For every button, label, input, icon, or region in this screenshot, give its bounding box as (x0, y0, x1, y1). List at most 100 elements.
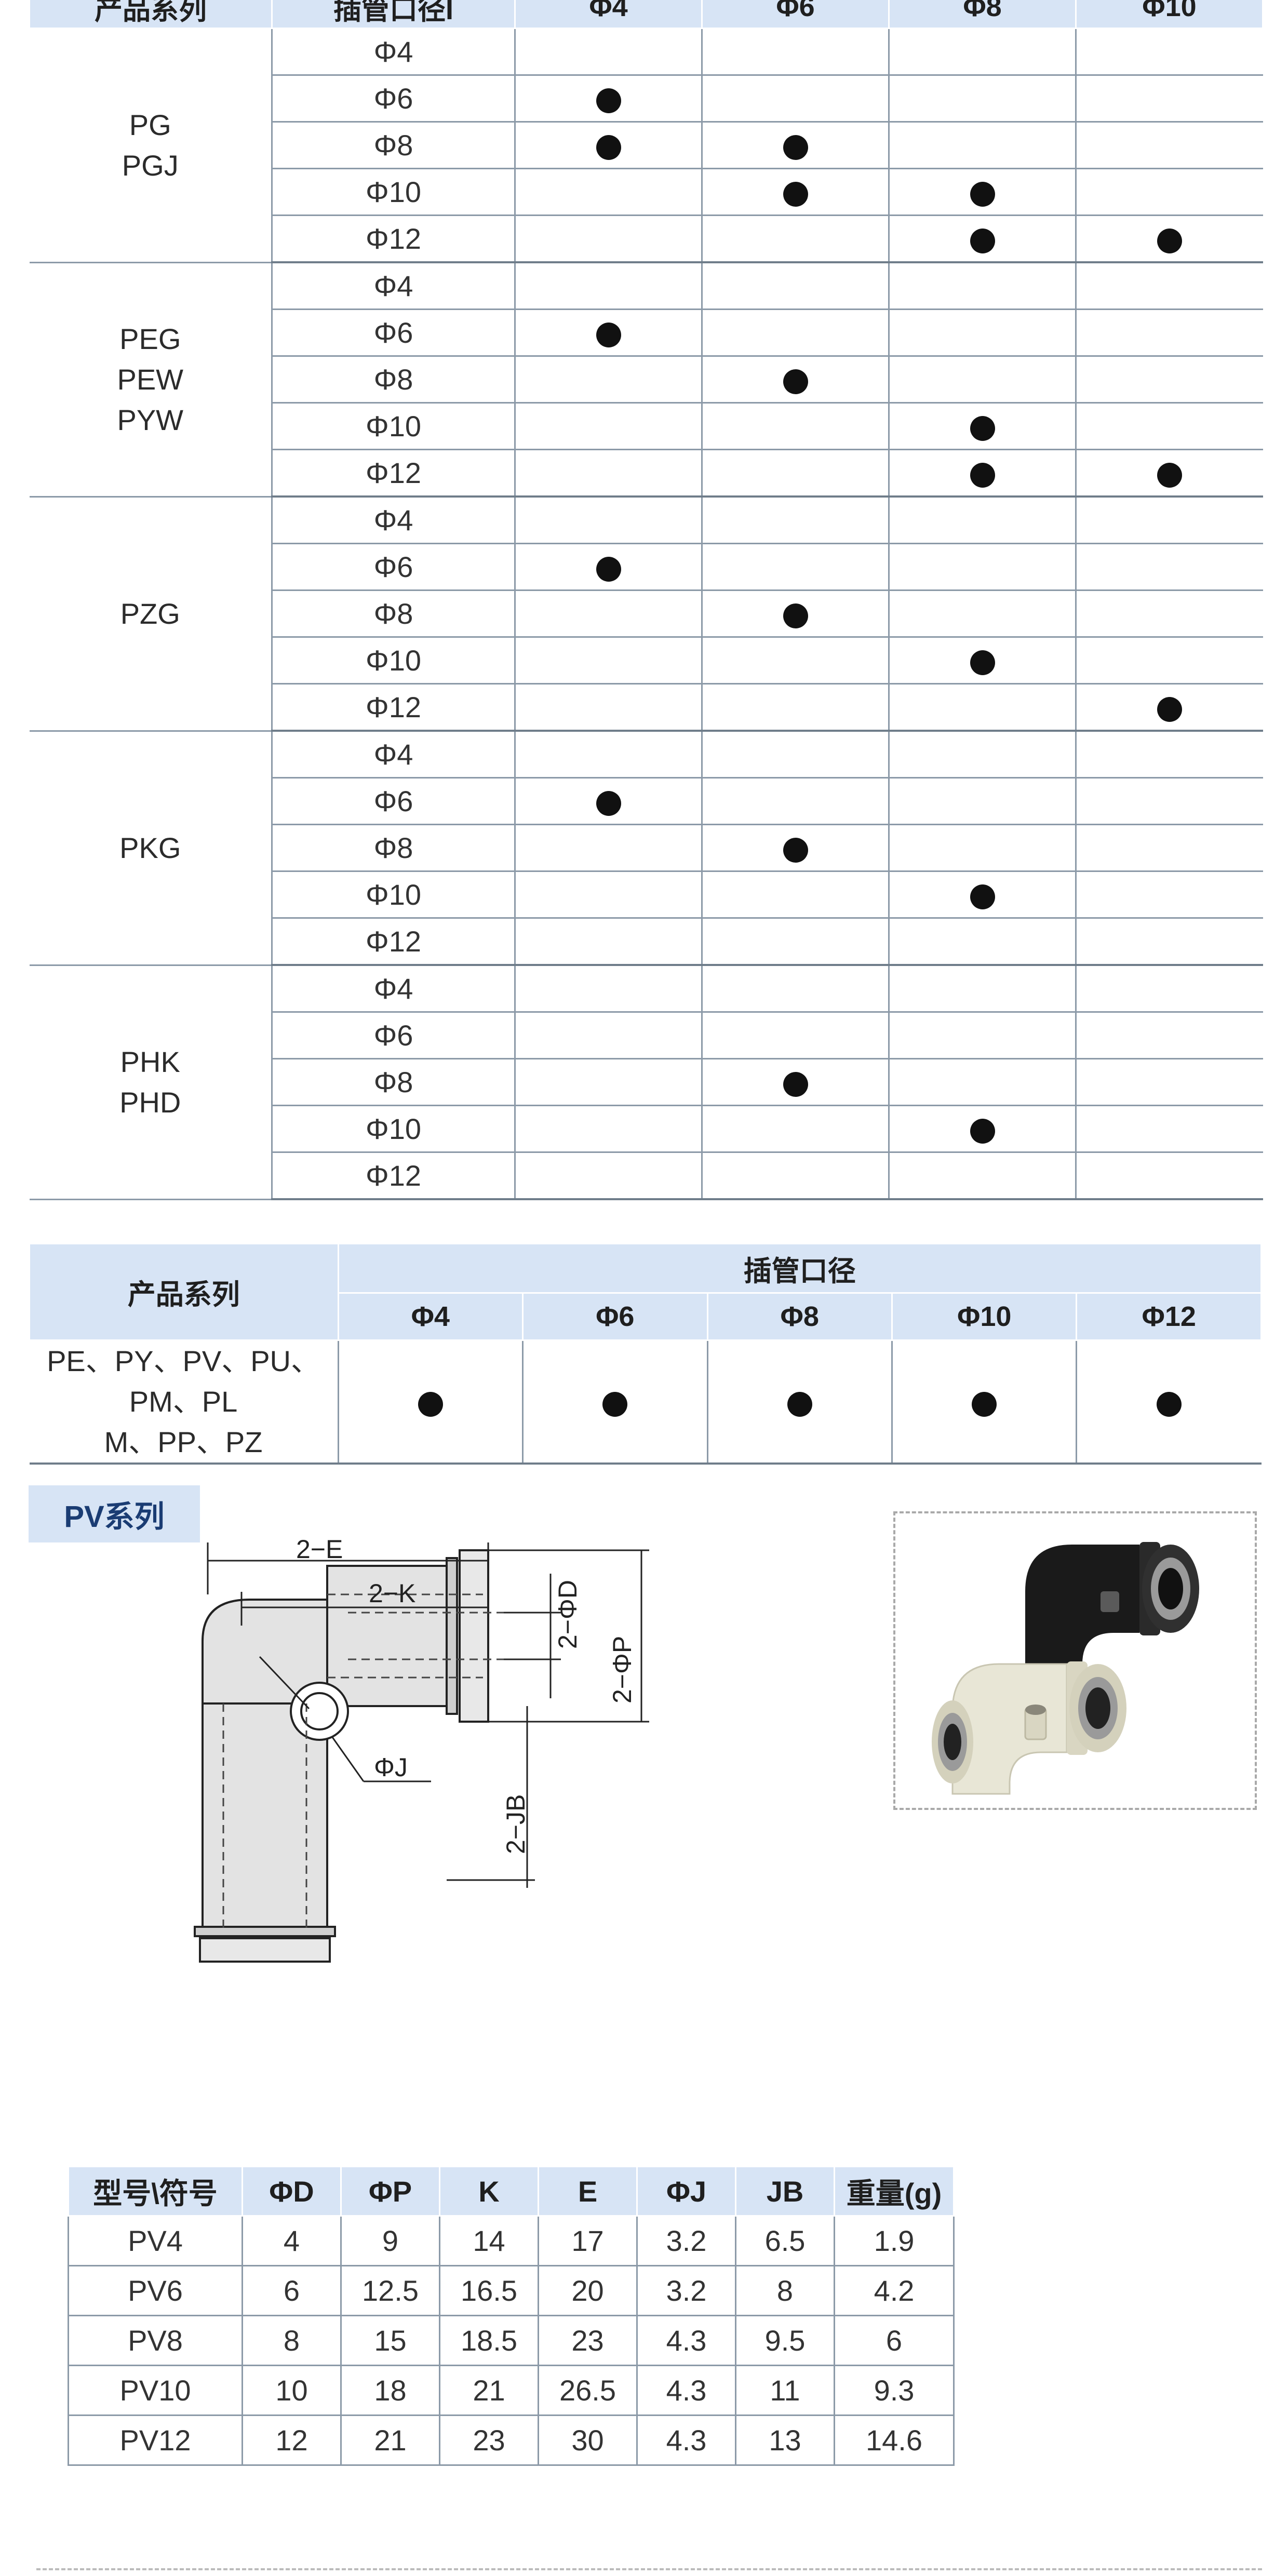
spec-value-cell: 9 (340, 2215, 440, 2266)
mark-cell (1075, 309, 1263, 357)
drawing-elbow (202, 1599, 328, 1705)
mark-cell (888, 403, 1076, 450)
spec-value-cell: 30 (538, 2414, 638, 2466)
mark-cell (701, 777, 889, 825)
spec-value-cell: 14 (439, 2215, 539, 2266)
mark-cell (701, 356, 889, 404)
series-name: PGJ (122, 149, 179, 182)
spec-value-cell: 6 (242, 2265, 342, 2316)
mark-cell (888, 449, 1076, 498)
tube-size-cell: Φ6 (271, 777, 515, 825)
mark-cell (701, 309, 889, 357)
spec-value-cell: 3.2 (636, 2215, 736, 2266)
series-name: PG (129, 108, 171, 141)
mark-cell (701, 1105, 889, 1153)
availability-dot (787, 1391, 812, 1417)
mark-cell (514, 590, 702, 638)
mark-cell (1075, 449, 1263, 498)
mark-cell (1075, 28, 1263, 76)
spec-value-cell: 12.5 (340, 2265, 440, 2316)
compat-row: Φ8 (30, 356, 1263, 404)
mark-cell (514, 731, 702, 779)
availability-dot (1157, 697, 1183, 722)
mark-cell (1075, 168, 1263, 216)
header-col-phi4: Φ4 (514, 0, 703, 29)
availability-dot (970, 463, 995, 488)
summary-header-phi10: Φ10 (891, 1292, 1078, 1341)
spec-value-cell: 4.2 (834, 2265, 955, 2316)
mark-cell (888, 918, 1076, 966)
availability-dot (783, 135, 808, 160)
mark-cell (888, 1152, 1076, 1200)
spec-value-cell: 21 (439, 2365, 539, 2416)
mark-cell (514, 965, 702, 1013)
mark-cell (1075, 1105, 1263, 1153)
mark-cell (514, 1058, 702, 1106)
mark-cell (888, 1012, 1076, 1059)
mark-cell (514, 262, 702, 310)
series-name: PZG (120, 597, 180, 630)
spec-value-cell: 20 (538, 2265, 638, 2316)
series-name: PHD (119, 1085, 181, 1119)
series-cell: PZG (29, 497, 272, 732)
spec-value-cell: 23 (538, 2315, 638, 2366)
spec-value-cell: 26.5 (538, 2365, 638, 2416)
model-cell: PV12 (68, 2414, 243, 2466)
tube-size-cell: Φ10 (271, 1105, 515, 1153)
mark-cell (1075, 590, 1263, 638)
availability-dot (1157, 1391, 1182, 1417)
mark-cell (514, 356, 702, 404)
mark-cell (701, 543, 889, 591)
mark-cell (701, 824, 889, 872)
mark-cell (888, 1058, 1076, 1106)
summary-series-cell: PE、PY、PV、PU、PM、PL M、PP、PZ (29, 1340, 339, 1465)
drawing-ring-h1 (446, 1557, 458, 1715)
mark-cell (514, 168, 702, 216)
compat-row: Φ8 (30, 590, 1263, 638)
tube-size-cell: Φ4 (271, 965, 515, 1013)
spec-value-cell: 18 (340, 2365, 440, 2416)
mark-cell (888, 215, 1076, 263)
compat-row: Φ10 (30, 871, 1263, 919)
mark-cell (1075, 1152, 1263, 1200)
tube-size-cell: Φ8 (271, 824, 515, 872)
compat-row: Φ6 (30, 777, 1263, 825)
availability-dot (602, 1391, 628, 1417)
tube-size-cell: Φ4 (271, 28, 515, 76)
mark-cell (514, 1105, 702, 1153)
spec-value-cell: 8 (735, 2265, 835, 2316)
tube-size-cell: Φ8 (271, 1058, 515, 1106)
tube-size-cell: Φ12 (271, 215, 515, 263)
compat-row: Φ6 (30, 543, 1263, 591)
tube-size-cell: Φ8 (271, 122, 515, 169)
compat-row: Φ8 (30, 1058, 1263, 1106)
mark-cell (514, 215, 702, 263)
mark-cell (888, 731, 1076, 779)
spec-header-jb: JB (735, 2166, 835, 2217)
mark-cell (514, 122, 702, 169)
mark-cell (701, 28, 889, 76)
mark-cell (888, 168, 1076, 216)
mark-cell (1075, 637, 1263, 685)
summary-header-phi12: Φ12 (1076, 1292, 1262, 1341)
availability-dot (596, 791, 621, 816)
mark-cell (514, 309, 702, 357)
compat-row: Φ12 (30, 449, 1263, 498)
mark-cell (1075, 543, 1263, 591)
tube-size-cell: Φ4 (271, 262, 515, 310)
header-col-phi10: Φ10 (1075, 0, 1264, 29)
mark-cell (701, 590, 889, 638)
summary-header-tube-size: 插管口径 (337, 1243, 1263, 1294)
mark-cell (888, 75, 1076, 123)
mark-cell (514, 75, 702, 123)
availability-dot (596, 557, 621, 582)
tube-size-cell: Φ10 (271, 871, 515, 919)
mark-cell (888, 824, 1076, 872)
availability-dot (970, 884, 995, 910)
spec-header-model: 型号\符号 (68, 2166, 243, 2217)
summary-row: PE、PY、PV、PU、PM、PL M、PP、PZ (29, 1340, 1262, 1465)
